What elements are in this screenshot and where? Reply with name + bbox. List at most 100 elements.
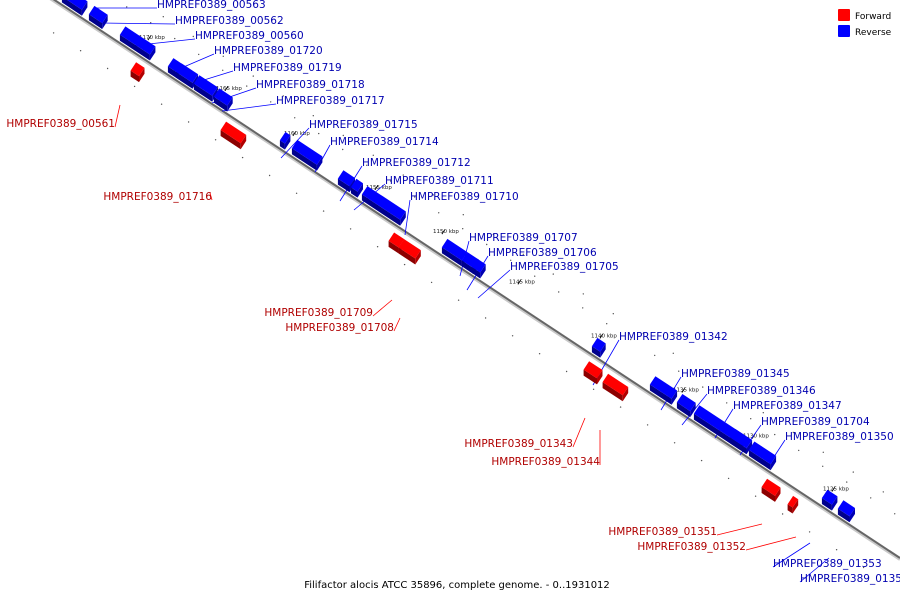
gene-feature-HMPREF0389_01718[interactable] [193,75,218,102]
gene-top-face [837,500,855,517]
gene-label-HMPREF0389_01354[interactable]: HMPREF0389_01354 [800,573,900,585]
gene-label-HMPREF0389_01712[interactable]: HMPREF0389_01712 [362,157,471,169]
track-dot [241,156,244,159]
gene-label-HMPREF0389_01343[interactable]: HMPREF0389_01343 [464,438,573,450]
gene-feature-HMPREF0389_01343[interactable] [583,361,603,385]
gene-label-HMPREF0389_00561[interactable]: HMPREF0389_00561 [6,118,115,130]
label-connector [404,199,411,236]
backbone-line [52,0,900,559]
track-dot [486,243,488,246]
gene-label-HMPREF0389_01344[interactable]: HMPREF0389_01344 [491,456,600,468]
gene-feature-HMPREF0389_01351[interactable] [761,478,781,502]
gene-feature-HMPREF0389_01708[interactable] [398,239,421,265]
gene-end-face [775,487,781,502]
track-dot [246,85,248,87]
tick-mark [831,487,836,492]
gene-side-face [388,240,399,254]
gene-label-HMPREF0389_01709[interactable]: HMPREF0389_01709 [264,307,373,319]
gene-feature-HMPREF0389_01345[interactable] [649,376,678,405]
gene-label-HMPREF0389_01710[interactable]: HMPREF0389_01710 [410,191,519,203]
gene-feature-HMPREF0389_01344[interactable] [602,373,629,402]
gene-feature-HMPREF0389_00562[interactable] [88,5,108,30]
gene-end-face [102,14,108,30]
track-dot [862,566,865,569]
gene-side-face [837,508,850,523]
gene-label-HMPREF0389_01708[interactable]: HMPREF0389_01708 [285,322,394,334]
gene-feature-HMPREF0389_01711[interactable] [350,178,363,198]
tick-label: 1135 kbp [673,388,699,394]
gene-label-HMPREF0389_01717[interactable]: HMPREF0389_01717 [276,95,385,107]
gene-feature-HMPREF0389_01714[interactable] [291,139,323,171]
gene-feature-HMPREF0389_00560[interactable] [119,26,156,61]
gene-feature-HMPREF0389_01342[interactable] [591,337,606,358]
gene-label-HMPREF0389_01346[interactable]: HMPREF0389_01346 [707,385,816,397]
track-dot [672,352,674,354]
gene-feature-HMPREF0389_01716[interactable] [220,121,247,150]
gene-feature-HMPREF0389_01705[interactable] [471,258,486,279]
gene-label-HMPREF0389_01718[interactable]: HMPREF0389_01718 [256,79,365,91]
gene-feature-HMPREF0389_01353[interactable] [821,489,838,511]
gene-label-HMPREF0389_01342[interactable]: HMPREF0389_01342 [619,331,728,343]
gene-label-HMPREF0389_00562[interactable]: HMPREF0389_00562 [175,15,284,27]
gene-feature-HMPREF0389_01350[interactable] [748,441,777,471]
gene-end-face [316,156,323,171]
track-dot [726,402,728,404]
track-dot [198,53,200,56]
gene-label-HMPREF0389_01352[interactable]: HMPREF0389_01352 [637,541,746,553]
gene-side-face [119,34,150,61]
gene-label-HMPREF0389_01704[interactable]: HMPREF0389_01704 [761,416,870,428]
gene-label-HMPREF0389_01705[interactable]: HMPREF0389_01705 [510,261,619,273]
track-dot [366,164,368,166]
gene-top-face [130,62,145,77]
gene-top-face [388,232,405,248]
gene-end-face [240,134,247,150]
gene-feature-HMPREF0389_01352[interactable] [787,495,799,514]
gene-label-HMPREF0389_00563[interactable]: HMPREF0389_00563 [157,0,266,11]
track-dot [222,69,224,72]
track-dot [150,22,152,24]
gene-label-HMPREF0389_01706[interactable]: HMPREF0389_01706 [488,247,597,259]
track-dot [642,332,644,335]
gene-feature-HMPREF0389_00561[interactable] [130,62,145,83]
gene-label-HMPREF0389_01345[interactable]: HMPREF0389_01345 [681,368,790,380]
gene-label-HMPREF0389_01707[interactable]: HMPREF0389_01707 [469,232,578,244]
gene-top-face [602,373,629,396]
track-dot [376,246,379,248]
gene-feature-HMPREF0389_01717[interactable] [213,88,233,112]
gene-feature-HMPREF0389_01715[interactable] [279,132,291,150]
gene-top-face [591,337,606,352]
gene-side-face [461,260,474,275]
track-dot [852,471,854,473]
gene-label-HMPREF0389_00560[interactable]: HMPREF0389_00560 [195,30,304,42]
gene-label-HMPREF0389_01716[interactable]: HMPREF0389_01716 [103,191,212,203]
tick-label: 1125 kbp [823,487,849,493]
gene-feature-HMPREF0389_00563[interactable] [61,0,88,16]
gene-feature-HMPREF0389_01354[interactable] [837,500,855,523]
track-dot [894,513,896,515]
track-dot [390,180,392,182]
gene-label-HMPREF0389_01720[interactable]: HMPREF0389_01720 [214,45,323,57]
gene-label-HMPREF0389_01353[interactable]: HMPREF0389_01353 [773,558,882,570]
gene-label-HMPREF0389_01711[interactable]: HMPREF0389_01711 [385,175,494,187]
gene-label-HMPREF0389_01719[interactable]: HMPREF0389_01719 [233,62,342,74]
gene-feature-HMPREF0389_01346[interactable] [676,394,696,418]
track-dot [295,192,298,194]
track-dot [462,214,464,216]
gene-end-face [357,183,363,198]
gene-label-HMPREF0389_01715[interactable]: HMPREF0389_01715 [309,119,418,131]
track-dot [835,549,838,551]
gene-label-HMPREF0389_01347[interactable]: HMPREF0389_01347 [733,400,842,412]
gene-side-face [279,140,285,150]
gene-label-HMPREF0389_01351[interactable]: HMPREF0389_01351 [608,526,717,538]
label-connector [100,22,176,25]
track-dot [606,323,608,325]
gene-feature-HMPREF0389_01710[interactable] [361,186,406,226]
gene-side-face [398,247,416,265]
gene-label-HMPREF0389_01714[interactable]: HMPREF0389_01714 [330,136,439,148]
gene-label-HMPREF0389_01350[interactable]: HMPREF0389_01350 [785,431,894,443]
gene-feature-HMPREF0389_01704[interactable] [729,429,753,455]
track-dot [619,406,622,408]
track-dot [79,50,82,52]
tick-mark [292,131,297,137]
gene-top-face [361,186,406,220]
